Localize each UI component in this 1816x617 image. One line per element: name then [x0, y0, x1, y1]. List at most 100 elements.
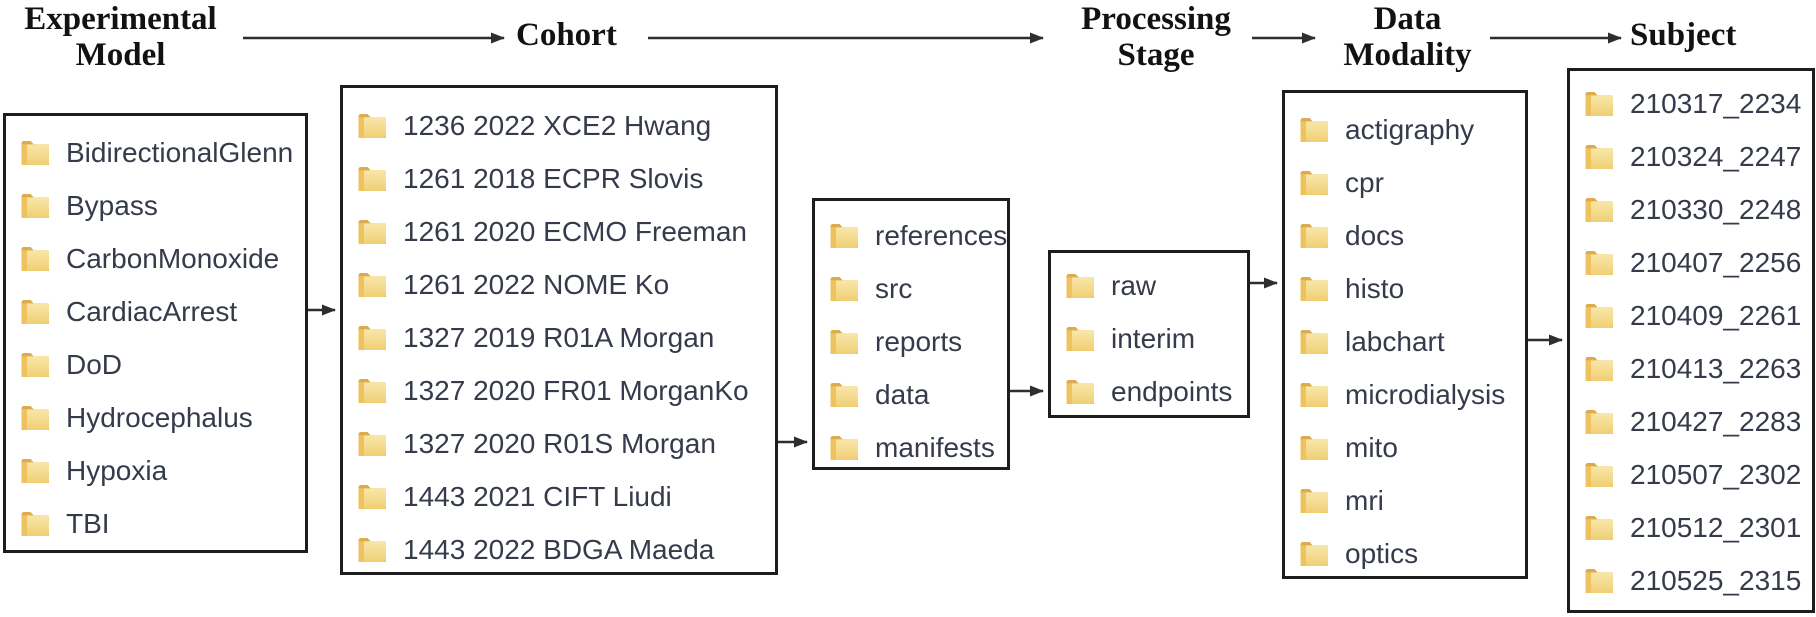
- folder-item[interactable]: mri: [1285, 474, 1525, 527]
- folder-icon: [1065, 272, 1095, 300]
- folder-item[interactable]: BidirectionalGlenn: [6, 126, 305, 179]
- folder-item-label: actigraphy: [1345, 113, 1475, 145]
- folder-item[interactable]: 1443 2021 CIFT Liudi: [343, 470, 775, 523]
- folder-item[interactable]: data: [815, 368, 1007, 421]
- folder-icon: [357, 271, 387, 299]
- folder-icon: [1065, 325, 1095, 353]
- folder-item-label: 210525_2315: [1630, 564, 1802, 596]
- folder-icon: [20, 510, 50, 538]
- folder-item[interactable]: 210409_2261: [1570, 289, 1812, 342]
- folder-item[interactable]: 1327 2019 R01A Morgan: [343, 311, 775, 364]
- folder-item[interactable]: microdialysis: [1285, 368, 1525, 421]
- folder-item-label: references: [875, 219, 1008, 251]
- folder-list-processing-stage: raw interim endpoints: [1051, 253, 1247, 418]
- folder-item-label: docs: [1345, 219, 1405, 251]
- folder-icon: [1299, 328, 1329, 356]
- folder-icon: [357, 430, 387, 458]
- folder-item[interactable]: 1236 2022 XCE2 Hwang: [343, 99, 775, 152]
- folder-item[interactable]: TBI: [6, 497, 305, 550]
- folder-item[interactable]: 1327 2020 R01S Morgan: [343, 417, 775, 470]
- folder-item[interactable]: 210512_2301: [1570, 501, 1812, 554]
- folder-item[interactable]: 1261 2022 NOME Ko: [343, 258, 775, 311]
- folder-item-label: 210413_2263: [1630, 352, 1802, 384]
- folder-item[interactable]: docs: [1285, 209, 1525, 262]
- folder-icon: [20, 457, 50, 485]
- folder-item[interactable]: src: [815, 262, 1007, 315]
- folder-item-label: manifests: [875, 431, 995, 463]
- folder-item[interactable]: 210525_2315: [1570, 554, 1812, 607]
- folder-icon: [1584, 90, 1614, 118]
- folder-item[interactable]: 1327 2020 FR01 MorganKo: [343, 364, 775, 417]
- folder-icon: [1299, 222, 1329, 250]
- folder-item[interactable]: cpr: [1285, 156, 1525, 209]
- folder-item-label: histo: [1345, 272, 1405, 304]
- folder-item-label: DoD: [66, 348, 123, 380]
- folder-item-label: endpoints: [1111, 375, 1233, 407]
- folder-icon: [1584, 567, 1614, 595]
- folder-item[interactable]: 210317_2234: [1570, 77, 1812, 130]
- folder-item[interactable]: actigraphy: [1285, 103, 1525, 156]
- folder-icon: [829, 328, 859, 356]
- folder-icon: [357, 324, 387, 352]
- folder-icon: [1584, 196, 1614, 224]
- folder-item-label: 210507_2302: [1630, 458, 1802, 490]
- folder-item[interactable]: labchart: [1285, 315, 1525, 368]
- folder-icon: [829, 222, 859, 250]
- folder-item[interactable]: 210330_2248: [1570, 183, 1812, 236]
- folder-item-label: BidirectionalGlenn: [66, 136, 294, 168]
- folder-icon: [1299, 116, 1329, 144]
- processing-stage-box: raw interim endpoints: [1048, 250, 1250, 418]
- folder-item-label: optics: [1345, 537, 1419, 569]
- folder-item[interactable]: 1261 2020 ECMO Freeman: [343, 205, 775, 258]
- folder-item[interactable]: 210507_2302: [1570, 448, 1812, 501]
- folder-item-label: 1261 2020 ECMO Freeman: [403, 215, 747, 247]
- folder-icon: [1584, 143, 1614, 171]
- folder-icon: [829, 275, 859, 303]
- folder-item-label: 1327 2020 R01S Morgan: [403, 427, 716, 459]
- folder-item[interactable]: DoD: [6, 338, 305, 391]
- folder-icon: [1065, 378, 1095, 406]
- folder-icon: [20, 245, 50, 273]
- folder-item-label: Bypass: [66, 189, 158, 221]
- folder-item[interactable]: 210324_2247: [1570, 130, 1812, 183]
- folder-icon: [20, 404, 50, 432]
- folder-item-label: mri: [1345, 484, 1384, 516]
- folder-item[interactable]: 1261 2018 ECPR Slovis: [343, 152, 775, 205]
- folder-item[interactable]: Hypoxia: [6, 444, 305, 497]
- folder-icon: [20, 298, 50, 326]
- folder-item[interactable]: Hydrocephalus: [6, 391, 305, 444]
- folder-item[interactable]: reports: [815, 315, 1007, 368]
- folder-item[interactable]: CardiacArrest: [6, 285, 305, 338]
- folder-item[interactable]: raw: [1051, 259, 1247, 312]
- folder-item-label: interim: [1111, 322, 1196, 354]
- level-header-cohort: Cohort: [516, 17, 617, 53]
- folder-item-label: 1443 2022 BDGA Maeda: [403, 533, 715, 565]
- folder-item-label: 210407_2256: [1630, 246, 1802, 278]
- folder-item[interactable]: 1443 2022 BDGA Maeda: [343, 523, 775, 576]
- folder-item-label: Hypoxia: [66, 454, 168, 486]
- folder-icon: [1299, 487, 1329, 515]
- level-header-subject: Subject: [1630, 17, 1737, 53]
- folder-icon: [1584, 461, 1614, 489]
- folder-icon: [357, 218, 387, 246]
- folder-item[interactable]: Bypass: [6, 179, 305, 232]
- folder-item[interactable]: references: [815, 209, 1007, 262]
- folder-item[interactable]: optics: [1285, 527, 1525, 580]
- folder-item-label: 210427_2283: [1630, 405, 1802, 437]
- folder-item[interactable]: 210407_2256: [1570, 236, 1812, 289]
- folder-item[interactable]: 210427_2283: [1570, 395, 1812, 448]
- folder-item[interactable]: manifests: [815, 421, 1007, 474]
- folder-item-label: TBI: [66, 507, 110, 539]
- folder-icon: [20, 192, 50, 220]
- folder-item[interactable]: CarbonMonoxide: [6, 232, 305, 285]
- folder-item-label: 210330_2248: [1630, 193, 1802, 225]
- folder-item[interactable]: mito: [1285, 421, 1525, 474]
- folder-item[interactable]: interim: [1051, 312, 1247, 365]
- folder-item[interactable]: endpoints: [1051, 365, 1247, 418]
- folder-item[interactable]: histo: [1285, 262, 1525, 315]
- folder-item[interactable]: 210413_2263: [1570, 342, 1812, 395]
